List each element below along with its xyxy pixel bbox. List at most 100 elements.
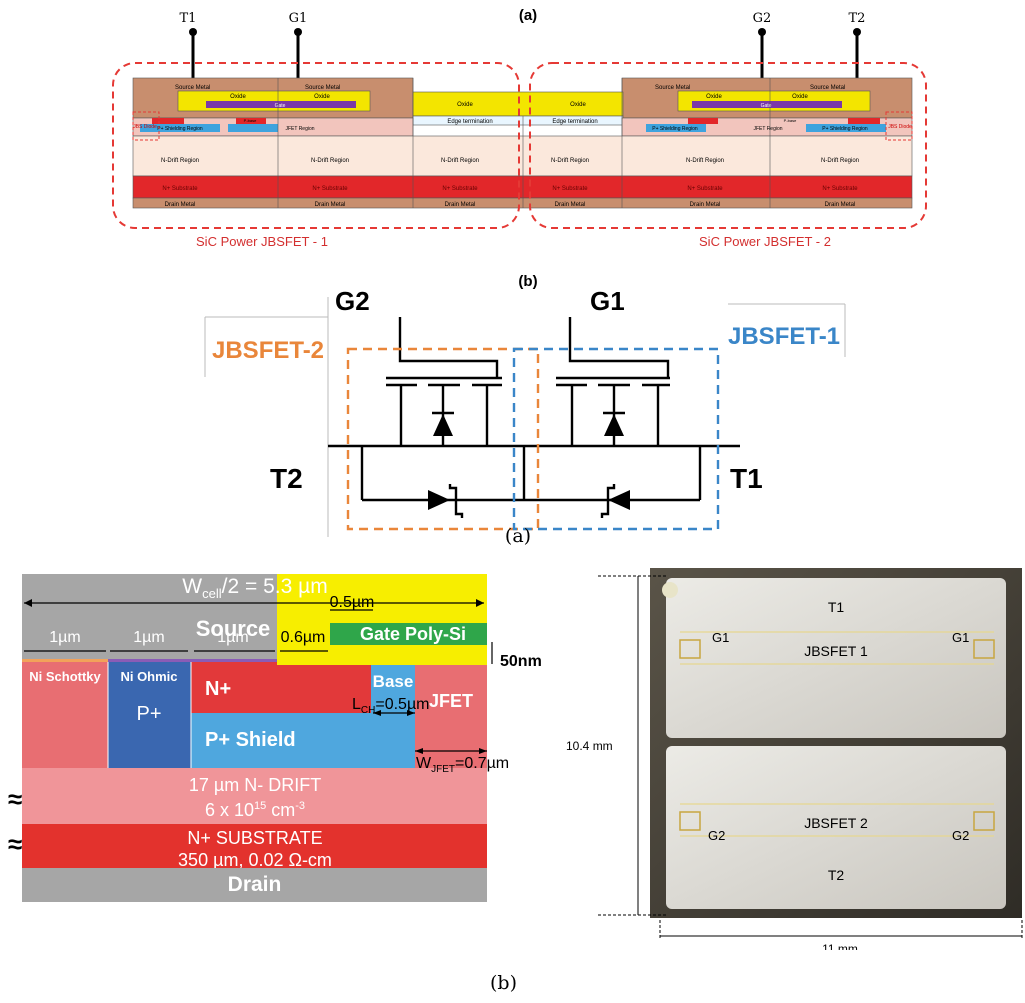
photo-jbsfet1: JBSFET 1 <box>804 643 868 659</box>
die-photo: T1 G1 G1 JBSFET 1 JBSFET 2 G2 G2 T2 10.4… <box>566 568 1023 950</box>
svg-text:G1: G1 <box>289 11 308 26</box>
wjfet-label: WJFET=0.7µm <box>416 755 509 775</box>
fig-b-circuit: (b) G2 G1 JBSFET-2 JBSFET-1 T2 T1 <box>204 273 846 547</box>
caption-a: (a) <box>505 525 531 547</box>
svg-text:Gate: Gate <box>761 103 772 109</box>
device1-label: SiC Power JBSFET - 1 <box>196 234 328 249</box>
dim-1um-b: 1µm <box>133 629 164 646</box>
device2-outline <box>529 62 927 229</box>
svg-text:N-Drift Region: N-Drift Region <box>686 158 724 164</box>
jbsfet1-box <box>512 347 720 531</box>
svg-text:Gate: Gate <box>275 103 286 109</box>
svg-text:T2: T2 <box>849 11 866 26</box>
svg-text:Drain Metal: Drain Metal <box>690 202 721 208</box>
svg-text:JBS Diode: JBS Diode <box>133 124 157 130</box>
svg-text:Oxide: Oxide <box>314 94 330 100</box>
fig-a-cross-sections: (a) T1 G1 G2 T2 Source Metal Source Meta… <box>112 7 927 249</box>
svg-text:N-Drift Region: N-Drift Region <box>161 158 199 164</box>
dim-06um: 0.6µm <box>281 629 326 646</box>
photo-g2-left: G2 <box>708 828 725 843</box>
substrate-label-2: 350 µm, 0.02 Ω-cm <box>178 850 332 868</box>
svg-text:N+ Substrate: N+ Substrate <box>162 186 198 192</box>
jbs-diode-outline-left <box>132 111 160 141</box>
svg-text:Source Metal: Source Metal <box>305 85 340 91</box>
drift-label-1: 17 µm N- DRIFT <box>189 775 321 795</box>
photo-g2-right: G2 <box>952 828 969 843</box>
svg-text:Drain Metal: Drain Metal <box>315 202 346 208</box>
t1-label: T1 <box>730 463 763 494</box>
ni-ohmic-label: Ni Ohmic <box>120 669 177 684</box>
svg-text:Edge termination: Edge termination <box>447 119 492 125</box>
svg-text:P+ Shielding Region: P+ Shielding Region <box>157 126 203 132</box>
photo-g1-left: G1 <box>712 630 729 645</box>
jbsfet1-label: JBSFET-1 <box>728 323 840 350</box>
lch-label: LCH=0.5µm <box>352 696 430 716</box>
svg-text:P-base: P-base <box>244 118 257 123</box>
photo-height: 10.4 mm <box>566 739 613 753</box>
svg-text:JBS Diode: JBS Diode <box>888 124 912 130</box>
svg-text:G2: G2 <box>753 11 772 26</box>
source-label: Source <box>196 616 271 641</box>
circuit-diodes <box>428 411 630 510</box>
svg-text:Oxide: Oxide <box>706 94 722 100</box>
svg-text:Drain Metal: Drain Metal <box>165 202 196 208</box>
svg-text:Oxide: Oxide <box>230 94 246 100</box>
caption-b: (b) <box>490 972 517 994</box>
svg-text:P+ Shielding Region: P+ Shielding Region <box>822 126 868 132</box>
device2-label: SiC Power JBSFET - 2 <box>699 234 831 249</box>
substrate-label-1: N+ SUBSTRATE <box>187 828 322 848</box>
svg-text:N-Drift Region: N-Drift Region <box>441 158 479 164</box>
fig-b-label: (b) <box>518 273 537 290</box>
svg-text:N-Drift Region: N-Drift Region <box>311 158 349 164</box>
ni-schottky-label: Ni Schottky <box>29 669 101 684</box>
svg-text:N+ Substrate: N+ Substrate <box>687 186 723 192</box>
drift-label-2: 6 x 1015 cm-3 <box>205 800 305 820</box>
svg-text:Edge termination: Edge termination <box>552 119 597 125</box>
svg-text:P+ Shielding Region: P+ Shielding Region <box>652 126 698 132</box>
p-shield-label: P+ Shield <box>205 729 296 751</box>
svg-text:Drain Metal: Drain Metal <box>825 202 856 208</box>
device1-outline <box>112 62 520 229</box>
svg-text:JFET Region: JFET Region <box>285 126 314 132</box>
dim-1um-a: 1µm <box>49 629 80 646</box>
dim-1um-c: 1µm <box>217 629 248 646</box>
device-layers: Source Metal Source Metal Source Metal S… <box>132 77 913 209</box>
half-cell-cross-section: Wcell/2 = 5.3 µm Source 1µm 1µm 1µm 0.5µ… <box>8 574 542 868</box>
fig-a-label: (a) <box>519 7 537 24</box>
svg-text:Oxide: Oxide <box>570 102 586 108</box>
wcell-label: Wcell/2 = 5.3 µm <box>182 575 327 601</box>
svg-text:Source Metal: Source Metal <box>175 85 210 91</box>
p-plus-label: P+ <box>136 703 161 725</box>
photo-width: 11 mm <box>822 942 858 950</box>
svg-text:N+ Substrate: N+ Substrate <box>822 186 858 192</box>
dim-05um: 0.5µm <box>330 594 375 611</box>
photo-g1-right: G1 <box>952 630 969 645</box>
drain-label: Drain <box>227 873 282 896</box>
jbsfet1-pad <box>666 578 1006 738</box>
photo-t2: T2 <box>828 867 845 883</box>
svg-text:N-Drift Region: N-Drift Region <box>551 158 589 164</box>
svg-text:N+ Substrate: N+ Substrate <box>312 186 348 192</box>
g2-label: G2 <box>335 286 370 316</box>
photo-t1: T1 <box>828 599 845 615</box>
svg-text:Drain Metal: Drain Metal <box>445 202 476 208</box>
n-plus-label: N+ <box>205 678 231 700</box>
gate-poly-label: Gate Poly-Si <box>360 624 466 644</box>
t2-label: T2 <box>270 463 303 494</box>
svg-text:Oxide: Oxide <box>457 102 473 108</box>
svg-text:P-base: P-base <box>784 118 797 123</box>
svg-text:Drain Metal: Drain Metal <box>555 202 586 208</box>
svg-text:Oxide: Oxide <box>792 94 808 100</box>
svg-text:N-Drift Region: N-Drift Region <box>821 158 859 164</box>
photo-jbsfet2: JBSFET 2 <box>804 815 868 831</box>
svg-text:N+ Substrate: N+ Substrate <box>552 186 588 192</box>
svg-text:T1: T1 <box>180 11 197 26</box>
svg-text:N+ Substrate: N+ Substrate <box>442 186 478 192</box>
break-mark-drift: ≈ <box>8 784 22 814</box>
svg-text:Source Metal: Source Metal <box>655 85 690 91</box>
g1-label: G1 <box>590 286 625 316</box>
drain-region: Drain <box>22 868 487 902</box>
break-mark-substrate: ≈ <box>8 829 22 859</box>
circuit-wires <box>328 317 740 518</box>
terminal-g2: G2 <box>753 11 772 104</box>
